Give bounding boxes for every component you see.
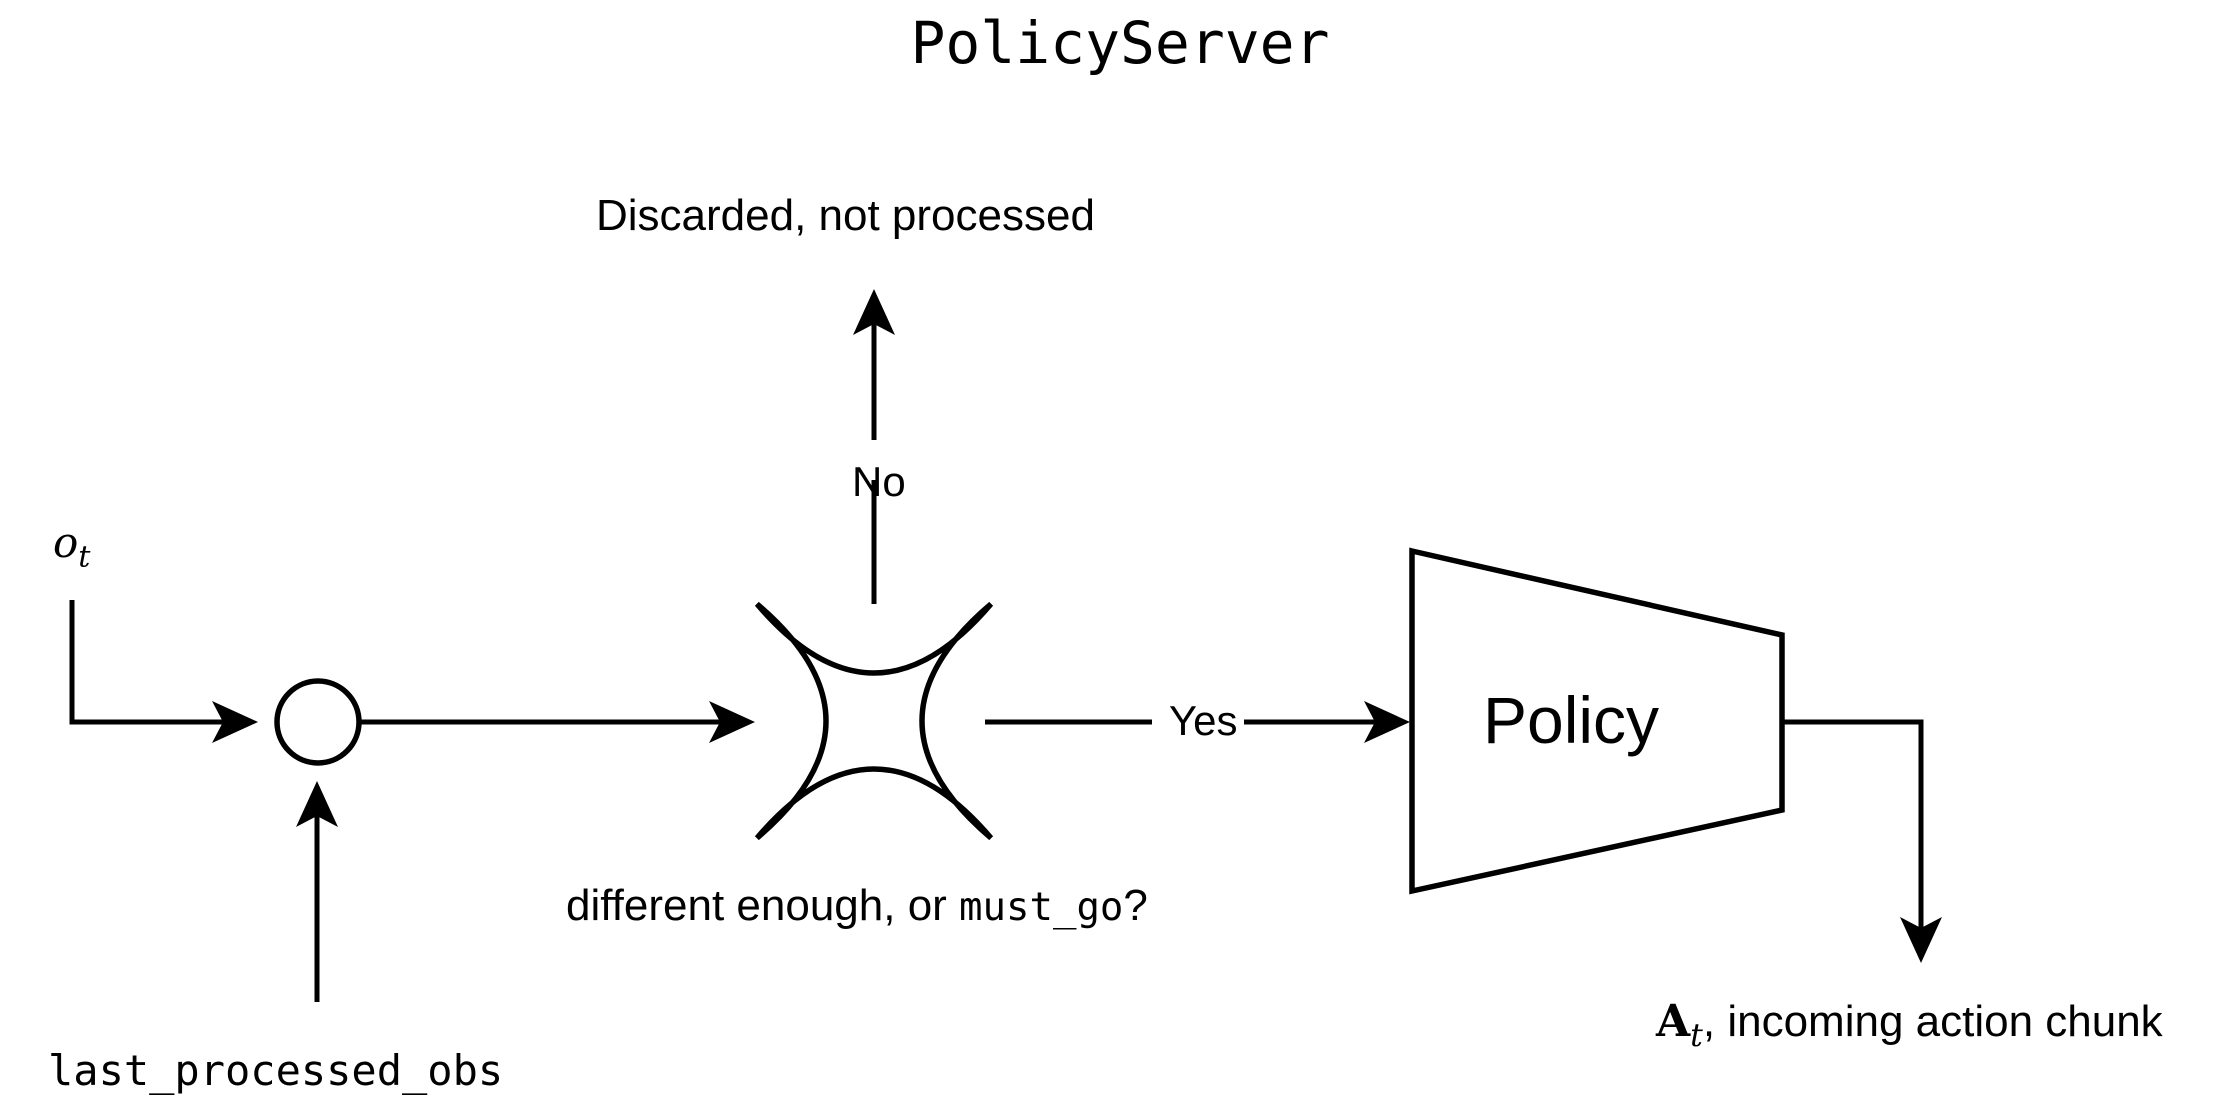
arrowhead-no-branch — [853, 289, 895, 335]
action-chunk-text: , incoming action chunk — [1702, 997, 2163, 1046]
decision-node-label: different enough, or must_go? — [566, 884, 1148, 928]
edge-label-yes: Yes — [1163, 700, 1244, 742]
edge-label-no: No — [852, 458, 906, 505]
edge-policy-to-action-chunk — [1782, 719, 1924, 940]
policy-trapezoid — [1409, 547, 1785, 895]
arrowhead-last-obs-to-junction — [296, 781, 338, 827]
decision-label-mono: must_go — [959, 885, 1124, 930]
decision-label-tail: ? — [1123, 881, 1148, 930]
edge-observation-to-junction — [69, 600, 250, 725]
summing-junction-circle — [274, 678, 362, 766]
label-last-processed-obs: last_processed_obs — [48, 1046, 504, 1095]
label-action-chunk: At, incoming action chunk — [1656, 1000, 2163, 1052]
arrowhead-observation-to-junction — [212, 701, 258, 743]
action-chunk-subscript: t — [1690, 1017, 1703, 1054]
arrowhead-action-chunk — [1900, 917, 1942, 963]
observation-symbol: o — [53, 518, 79, 567]
policy-block-label: Policy — [1483, 683, 1660, 757]
decision-node-shape — [754, 601, 994, 841]
label-observation: ot — [53, 522, 90, 573]
arrowhead-yes-branch — [1364, 701, 1410, 743]
label-discarded: Discarded, not processed — [596, 191, 1095, 240]
page-title: PolicyServer — [910, 9, 1330, 77]
action-chunk-symbol: At — [1656, 996, 1703, 1052]
observation-subscript: t — [78, 539, 91, 575]
action-chunk-letter: A — [1656, 996, 1691, 1047]
arrowhead-junction-to-decision — [709, 701, 755, 743]
decision-label-plain: different enough, or — [566, 881, 960, 930]
